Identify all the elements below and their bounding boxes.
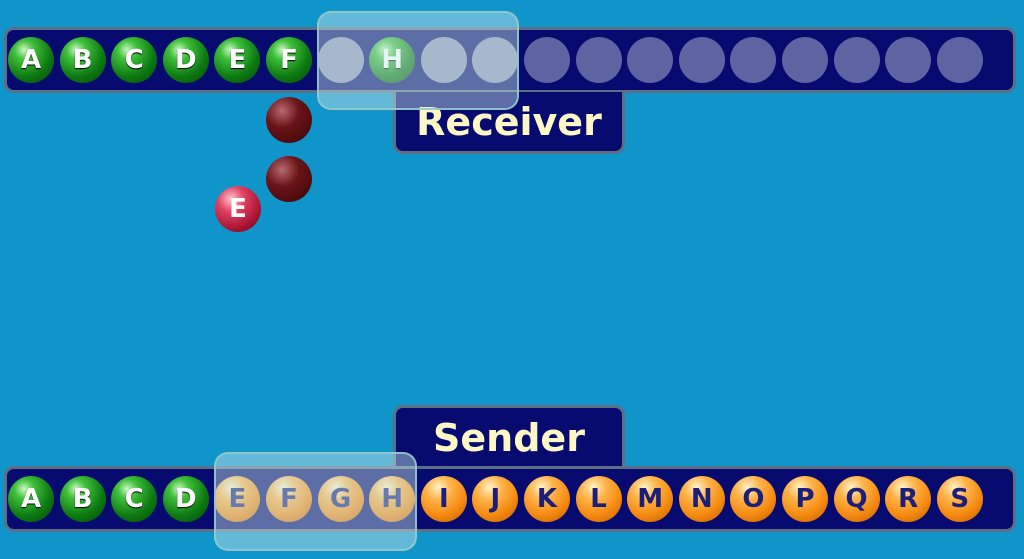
lost-packet <box>266 156 312 202</box>
receiver-slot-empty <box>627 37 673 83</box>
sender-slot-d: D <box>163 476 209 522</box>
receiver-slot-d: D <box>163 37 209 83</box>
sender-slot-a: A <box>8 476 54 522</box>
sender-slot-q: Q <box>834 476 880 522</box>
receiver-slot-empty <box>524 37 570 83</box>
sender-slot-m: M <box>627 476 673 522</box>
receiver-slot-c: C <box>111 37 157 83</box>
sender-slot-s: S <box>937 476 983 522</box>
sender-slot-i: I <box>421 476 467 522</box>
receiver-slot-a: A <box>8 37 54 83</box>
receiver-slot-b: B <box>60 37 106 83</box>
in-transit-packet: E <box>215 186 261 232</box>
receiver-slot-empty <box>576 37 622 83</box>
sender-slot-c: C <box>111 476 157 522</box>
sender-slot-b: B <box>60 476 106 522</box>
receiver-slot-f: F <box>266 37 312 83</box>
sender-slot-r: R <box>885 476 931 522</box>
sender-slot-p: P <box>782 476 828 522</box>
receiver-slot-empty <box>782 37 828 83</box>
receiver-window <box>317 11 519 110</box>
sender-slot-k: K <box>524 476 570 522</box>
receiver-slot-empty <box>834 37 880 83</box>
receiver-slot-empty <box>885 37 931 83</box>
sender-label: Sender <box>393 405 625 467</box>
sender-window <box>214 452 417 551</box>
receiver-slot-empty <box>679 37 725 83</box>
sender-slot-l: L <box>576 476 622 522</box>
sender-slot-n: N <box>679 476 725 522</box>
lost-packet <box>266 97 312 143</box>
receiver-slot-empty <box>937 37 983 83</box>
